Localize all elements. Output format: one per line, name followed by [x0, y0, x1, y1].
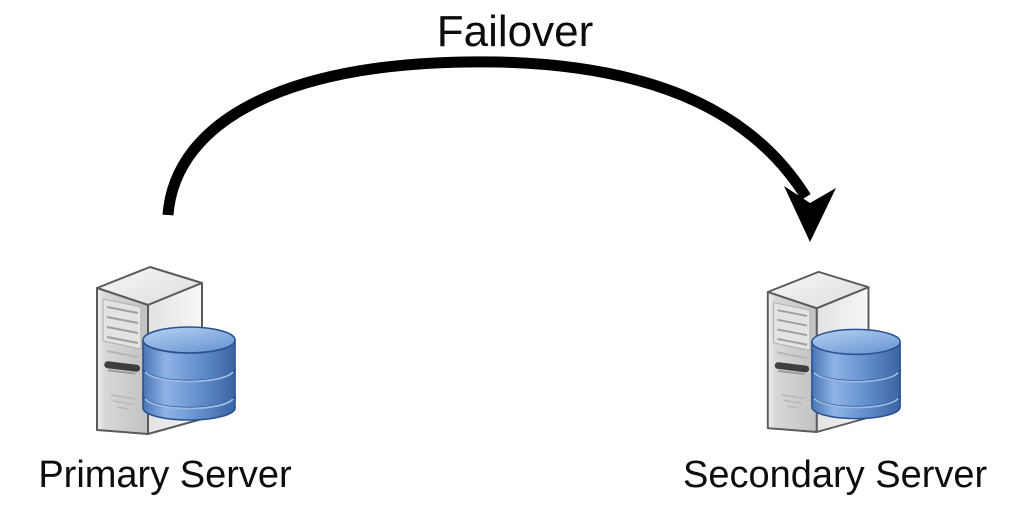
node-label-secondary: Secondary Server: [683, 454, 988, 496]
node-secondary-server: Secondary Server: [683, 266, 988, 516]
server-database-icon: [95, 265, 237, 436]
node-label-primary: Primary Server: [38, 454, 292, 496]
arrowhead-icon: [784, 186, 836, 242]
node-primary-server: Primary Server: [18, 261, 312, 511]
server-database-icon: [766, 270, 902, 434]
diagram-title: Failover: [436, 7, 594, 56]
arrow-curve: [162, 56, 811, 216]
